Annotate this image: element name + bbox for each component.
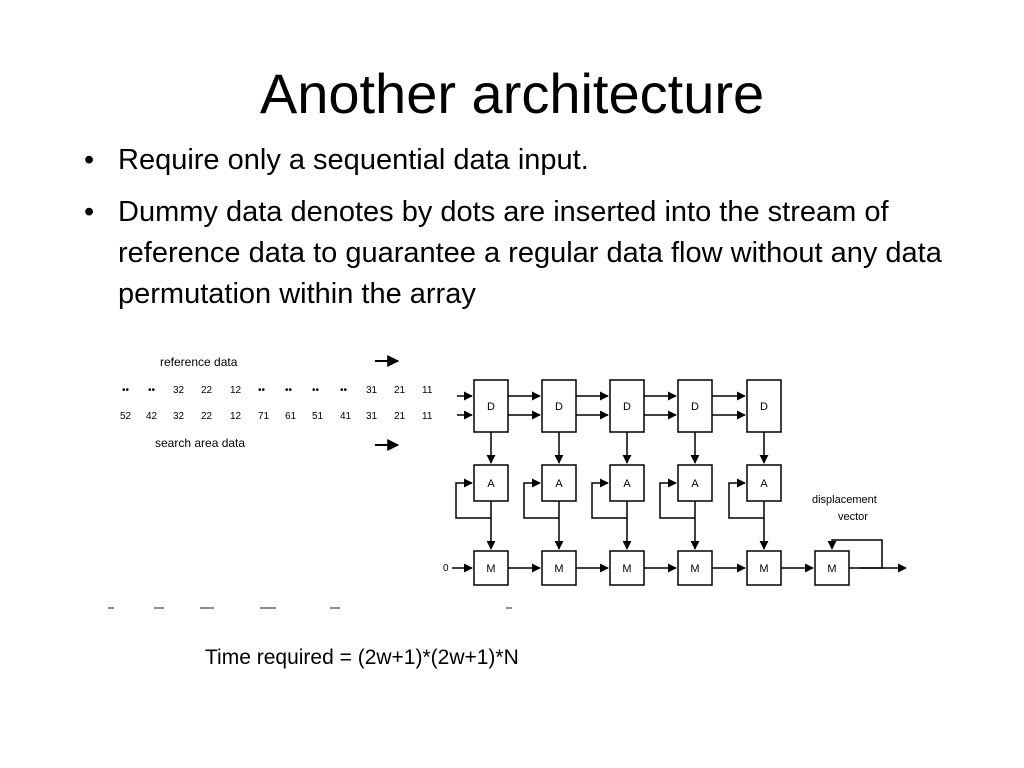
a-cell: A: [541, 464, 577, 502]
d-to-a-links: [486, 432, 769, 464]
a-cell: A: [473, 464, 509, 502]
bullet-list: • Require only a sequential data input. …: [76, 140, 956, 326]
m-cell: M: [473, 550, 509, 586]
d-cell: D: [609, 379, 645, 433]
search-value: 42: [146, 411, 158, 422]
search-data-row: 52 42 32 22 12 71 61 51 41 31 21 11: [120, 411, 433, 422]
a-cell: A: [677, 464, 713, 502]
a-to-m-links: [486, 501, 769, 550]
time-required-caption: Time required = (2w+1)*(2w+1)*N: [205, 646, 519, 669]
reference-data-label: reference data: [160, 355, 238, 369]
final-m-feedback-loop: [827, 539, 883, 569]
svg-text:D: D: [691, 401, 699, 413]
search-value: 12: [230, 411, 242, 422]
bullet-item: • Dummy data denotes by dots are inserte…: [76, 192, 956, 315]
a-cell: A: [609, 464, 645, 502]
reference-value: 12: [230, 385, 242, 396]
d-cell: D: [746, 379, 782, 433]
reference-value: ••: [258, 385, 266, 396]
svg-text:A: A: [555, 478, 563, 490]
svg-text:A: A: [760, 478, 768, 490]
svg-text:D: D: [555, 401, 563, 413]
reference-value: 31: [366, 385, 378, 396]
reference-value: 32: [173, 385, 185, 396]
vector-label: vector: [838, 511, 868, 523]
search-value: 51: [312, 411, 324, 422]
reference-value: 22: [201, 385, 213, 396]
reference-data-row: •• •• 32 22 12 •• •• •• •• 31 21 11: [122, 385, 433, 396]
displacement-label: displacement: [812, 494, 877, 506]
svg-text:M: M: [690, 563, 699, 575]
d-cell: D: [541, 379, 577, 433]
search-value: 11: [422, 411, 433, 422]
svg-text:A: A: [623, 478, 631, 490]
search-value: 32: [173, 411, 185, 422]
m-cell: M: [541, 550, 577, 586]
svg-text:A: A: [487, 478, 495, 490]
a-cell: A: [746, 464, 782, 502]
systolic-array-diagram: reference data •• •• 32 22 12 •• •• •• •…: [108, 355, 907, 609]
svg-text:M: M: [622, 563, 631, 575]
a-feedback-loops: [455, 478, 764, 519]
svg-text:M: M: [827, 563, 836, 575]
svg-text:M: M: [759, 563, 768, 575]
zero-input-label: 0: [443, 563, 449, 574]
d-cell: D: [473, 379, 509, 433]
m-cell-final: M: [814, 550, 850, 586]
svg-text:M: M: [554, 563, 563, 575]
bullet-symbol: •: [84, 196, 95, 228]
search-value: 31: [366, 411, 378, 422]
svg-text:D: D: [487, 401, 495, 413]
search-value: 61: [285, 411, 297, 422]
bullet-text: Require only a sequential data input.: [118, 144, 589, 176]
reference-value: ••: [340, 385, 348, 396]
reference-value: ••: [148, 385, 156, 396]
search-value: 22: [201, 411, 213, 422]
reference-value: ••: [312, 385, 320, 396]
d-cell: D: [677, 379, 713, 433]
m-cell: M: [677, 550, 713, 586]
reference-value: ••: [285, 385, 293, 396]
bullet-text: Dummy data denotes by dots are inserted …: [118, 196, 942, 310]
search-value: 71: [258, 411, 270, 422]
d-chain-links: [508, 391, 746, 420]
bullet-symbol: •: [84, 144, 95, 176]
search-area-data-label: search area data: [155, 436, 245, 450]
search-value: 41: [340, 411, 352, 422]
reference-value: 21: [394, 385, 406, 396]
svg-text:D: D: [623, 401, 631, 413]
bullet-item: • Require only a sequential data input.: [76, 140, 956, 181]
search-value: 21: [394, 411, 406, 422]
svg-text:A: A: [691, 478, 699, 490]
m-cell: M: [609, 550, 645, 586]
m-cell: M: [746, 550, 782, 586]
svg-text:M: M: [486, 563, 495, 575]
search-value: 52: [120, 411, 132, 422]
reference-value: ••: [122, 385, 130, 396]
reference-value: 11: [422, 385, 433, 396]
slide-title: Another architecture: [259, 62, 765, 125]
svg-text:D: D: [760, 401, 768, 413]
